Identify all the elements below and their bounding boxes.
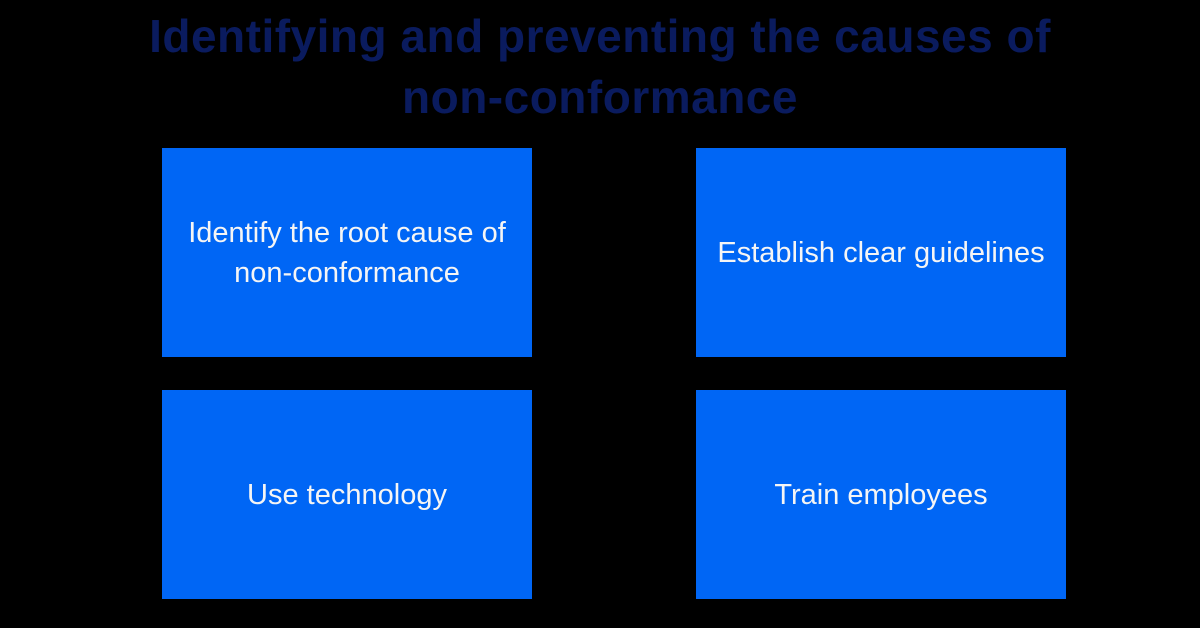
tip-box-establish-guidelines: Establish clear guidelines xyxy=(696,148,1066,357)
tip-box-use-technology: Use technology xyxy=(162,390,532,599)
page-title-line-1: Identifying and preventing the causes of xyxy=(149,10,1051,62)
tip-label: Identify the root cause of non-conforman… xyxy=(188,216,506,289)
page-title: Identifying and preventing the causes of… xyxy=(0,6,1200,128)
tip-box-train-employees: Train employees xyxy=(696,390,1066,599)
tip-label: Train employees xyxy=(774,478,988,511)
tip-box-identify-root-cause: Identify the root cause of non-conforman… xyxy=(162,148,532,357)
page-title-line-2: non-conformance xyxy=(402,71,798,123)
tip-label: Use technology xyxy=(247,478,447,511)
tip-label: Establish clear guidelines xyxy=(717,236,1045,269)
